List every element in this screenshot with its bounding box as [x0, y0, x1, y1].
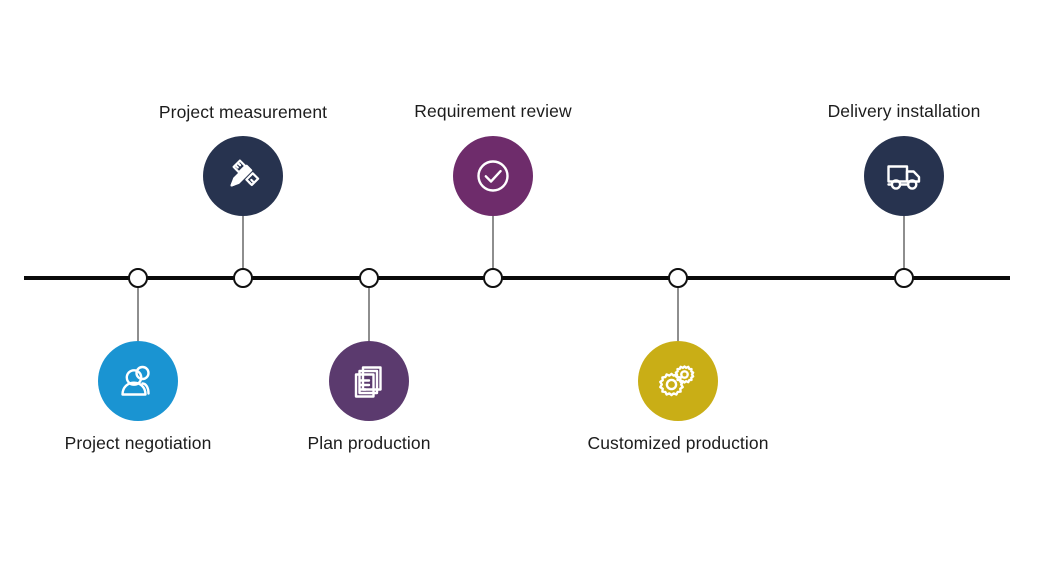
- connector-stem-project-measurement: [242, 216, 244, 278]
- check-circle-icon: [471, 154, 515, 198]
- step-icon-disc-project-negotiation[interactable]: [98, 341, 178, 421]
- timeline-node-marker[interactable]: [668, 268, 688, 288]
- timeline-node-marker[interactable]: [359, 268, 379, 288]
- truck-icon: [882, 154, 926, 198]
- documents-icon: [347, 359, 391, 403]
- step-label-plan-production: Plan production: [307, 433, 431, 453]
- connector-stem-delivery-installation: [903, 216, 905, 278]
- step-label-project-measurement: Project measurement: [158, 102, 328, 122]
- pencil-ruler-icon: [221, 154, 265, 198]
- users-icon: [116, 359, 160, 403]
- step-icon-disc-delivery-installation[interactable]: [864, 136, 944, 216]
- timeline-node-marker[interactable]: [233, 268, 253, 288]
- step-icon-disc-customized-production[interactable]: [638, 341, 718, 421]
- connector-stem-plan-production: [368, 278, 370, 341]
- connector-stem-requirement-review: [492, 216, 494, 278]
- step-label-project-negotiation: Project negotiation: [64, 433, 212, 453]
- gears-icon: [656, 359, 700, 403]
- connector-stem-project-negotiation: [137, 278, 139, 341]
- step-label-delivery-installation: Delivery installation: [827, 101, 981, 121]
- step-icon-disc-requirement-review[interactable]: [453, 136, 533, 216]
- timeline-axis: [24, 276, 1010, 280]
- timeline-node-marker[interactable]: [483, 268, 503, 288]
- step-icon-disc-project-measurement[interactable]: [203, 136, 283, 216]
- step-label-customized-production: Customized production: [587, 433, 769, 453]
- step-label-requirement-review: Requirement review: [414, 101, 572, 121]
- timeline-node-marker[interactable]: [128, 268, 148, 288]
- connector-stem-customized-production: [677, 278, 679, 341]
- step-icon-disc-plan-production[interactable]: [329, 341, 409, 421]
- timeline-node-marker[interactable]: [894, 268, 914, 288]
